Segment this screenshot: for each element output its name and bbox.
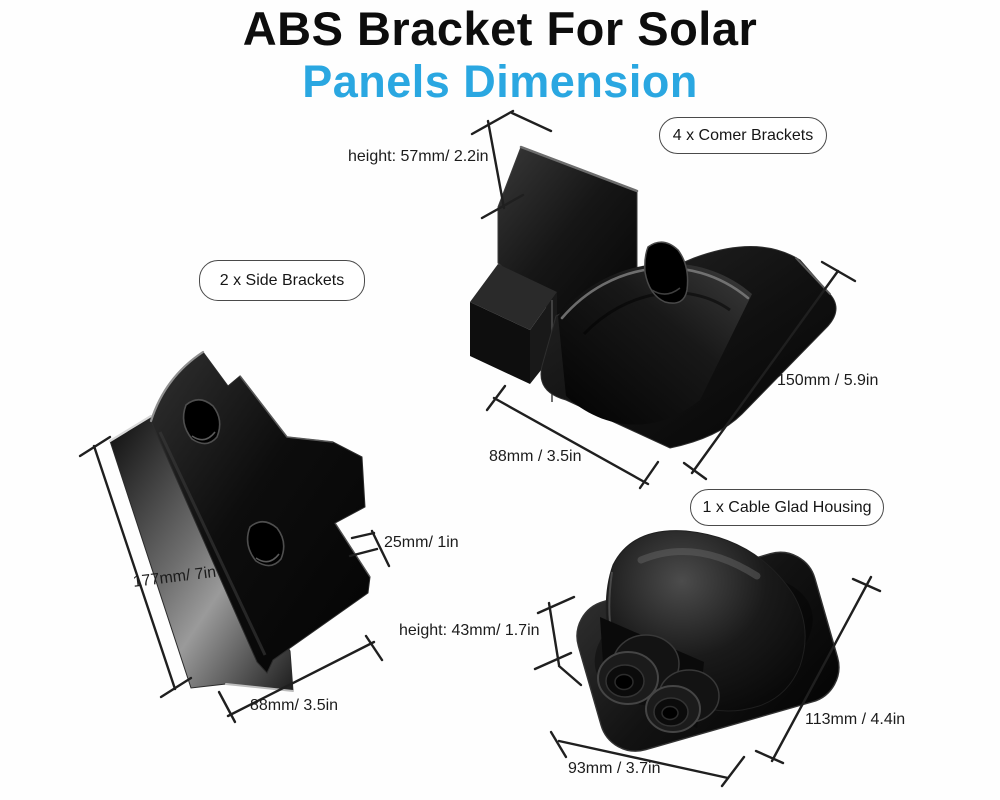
title-line-2: Panels Dimension: [302, 56, 698, 107]
corner-width-dimension-line: [485, 384, 660, 490]
corner-width-dimension: 88mm / 3.5in: [489, 448, 582, 465]
cable-gland-housing-label: 1 x Cable Glad Housing: [690, 489, 884, 526]
side-length-dimension-line: [78, 435, 193, 699]
corner-height-dimension-line: [470, 109, 553, 220]
housing-width-dimension: 93mm / 3.7in: [568, 760, 661, 777]
corner-bracket-image: [470, 145, 837, 449]
side-bracket-image: [108, 350, 371, 692]
corner-length-dimension-line: [682, 260, 857, 481]
side-tab-dimension-line: [348, 529, 391, 568]
side-brackets-label: 2 x Side Brackets: [199, 260, 365, 301]
title-line-1: ABS Bracket For Solar: [242, 2, 758, 55]
cable-gland-housing-image: [576, 530, 840, 752]
housing-width-dimension-line: [549, 730, 746, 788]
corner-height-dimension: height: 57mm/ 2.2in: [348, 148, 489, 165]
housing-length-dimension: 113mm / 4.4in: [805, 711, 906, 728]
side-width-dimension: 88mm/ 3.5in: [250, 697, 339, 714]
housing-height-dimension: height: 43mm/ 1.7in: [399, 622, 540, 639]
housing-height-dimension-line: [533, 595, 583, 687]
side-tab-dimension: 25mm/ 1in: [384, 534, 459, 551]
dimension-lines: [78, 109, 882, 788]
housing-length-dimension-line: [754, 575, 882, 765]
corner-brackets-label: 4 x Comer Brackets: [659, 117, 827, 154]
side-width-dimension-line: [217, 634, 384, 724]
corner-length-dimension: 150mm / 5.9in: [777, 372, 879, 389]
